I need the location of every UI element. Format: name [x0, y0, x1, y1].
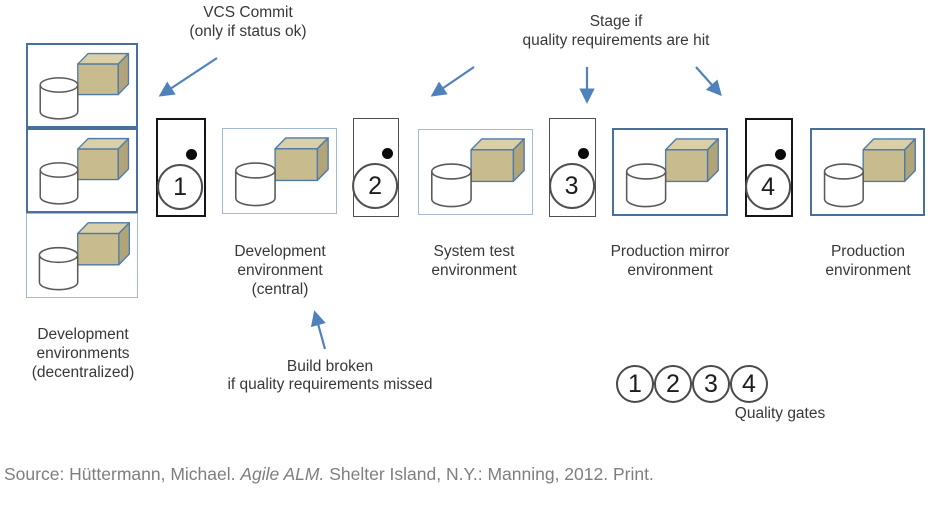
environment-icons — [39, 52, 130, 120]
build-broken-line2: if quality requirements missed — [227, 376, 433, 393]
build-broken-arrow — [310, 310, 327, 350]
environment-icons — [625, 138, 719, 208]
environment-icons — [430, 138, 525, 208]
gate-status-dot — [775, 149, 786, 160]
gate-number-circle: 3 — [548, 163, 595, 209]
env-box-prod-mirror — [612, 128, 728, 216]
env-box-dev-decentralized-2 — [26, 128, 138, 213]
legend-gate-4: 4 — [730, 365, 768, 403]
gate-number: 2 — [368, 171, 383, 200]
quality-gate-3: 3 — [548, 118, 596, 217]
vcs-commit-line1: VCS Commit — [203, 4, 293, 21]
label-system-test: System test environment — [431, 243, 517, 279]
env-box-system-test — [418, 129, 533, 215]
gate-number-circle: 2 — [352, 163, 399, 209]
env-box-dev-decentralized-1 — [26, 43, 138, 128]
environment-icons — [823, 138, 917, 208]
gate-number: 4 — [761, 172, 776, 201]
vcs-commit-arrow — [158, 57, 218, 97]
gate-number: 1 — [173, 172, 188, 201]
build-broken-line1: Build broken — [286, 358, 374, 375]
stage-arrow-right — [695, 66, 722, 97]
gate-number: 3 — [564, 171, 579, 200]
label-dev-central: Development environment (central) — [234, 243, 326, 298]
label-prod-mirror: Production mirror environment — [610, 243, 730, 279]
gate-status-dot — [186, 149, 197, 160]
vcs-commit-annotation: VCS Commit (only if status ok) — [138, 3, 358, 41]
gate-number-circle: 1 — [157, 164, 204, 210]
source-title: Agile ALM. — [240, 464, 325, 484]
env-box-production — [810, 128, 925, 216]
quality-gate-4: 4 — [745, 118, 793, 217]
legend-gate-2: 2 — [654, 365, 692, 403]
stage-arrow-left — [430, 66, 475, 97]
stage-if-line2: quality requirements are hit — [522, 32, 710, 49]
label-dev-decentralized: Development environments (decentralized) — [31, 326, 135, 381]
gate-number-circle: 4 — [745, 164, 792, 210]
quality-gate-1: 1 — [156, 118, 206, 217]
legend-gate-3: 3 — [692, 365, 730, 403]
env-box-dev-central — [222, 128, 337, 214]
legend-gate-1: 1 — [616, 365, 654, 403]
stage-if-line1: Stage if — [589, 13, 643, 30]
environment-icons — [38, 222, 131, 291]
label-production: Production environment — [825, 243, 911, 279]
quality-gate-2: 2 — [352, 118, 399, 217]
quality-gates-legend: 1 2 3 4 — [616, 365, 768, 403]
source-citation: Source: Hüttermann, Michael. Agile ALM. … — [4, 464, 654, 485]
env-box-dev-decentralized-3 — [26, 213, 138, 298]
stage-if-annotation: Stage if quality requirements are hit — [456, 12, 776, 50]
legend-label: Quality gates — [734, 405, 826, 422]
environment-icons — [39, 137, 130, 205]
gate-status-dot — [578, 148, 589, 159]
build-broken-annotation: Build broken if quality requirements mis… — [200, 358, 460, 394]
gate-status-dot — [382, 148, 393, 159]
environment-icons — [234, 137, 329, 207]
source-suffix: Shelter Island, N.Y.: Manning, 2012. Pri… — [324, 464, 654, 484]
vcs-commit-line2: (only if status ok) — [189, 23, 307, 40]
source-prefix: Source: Hüttermann, Michael. — [4, 464, 241, 484]
